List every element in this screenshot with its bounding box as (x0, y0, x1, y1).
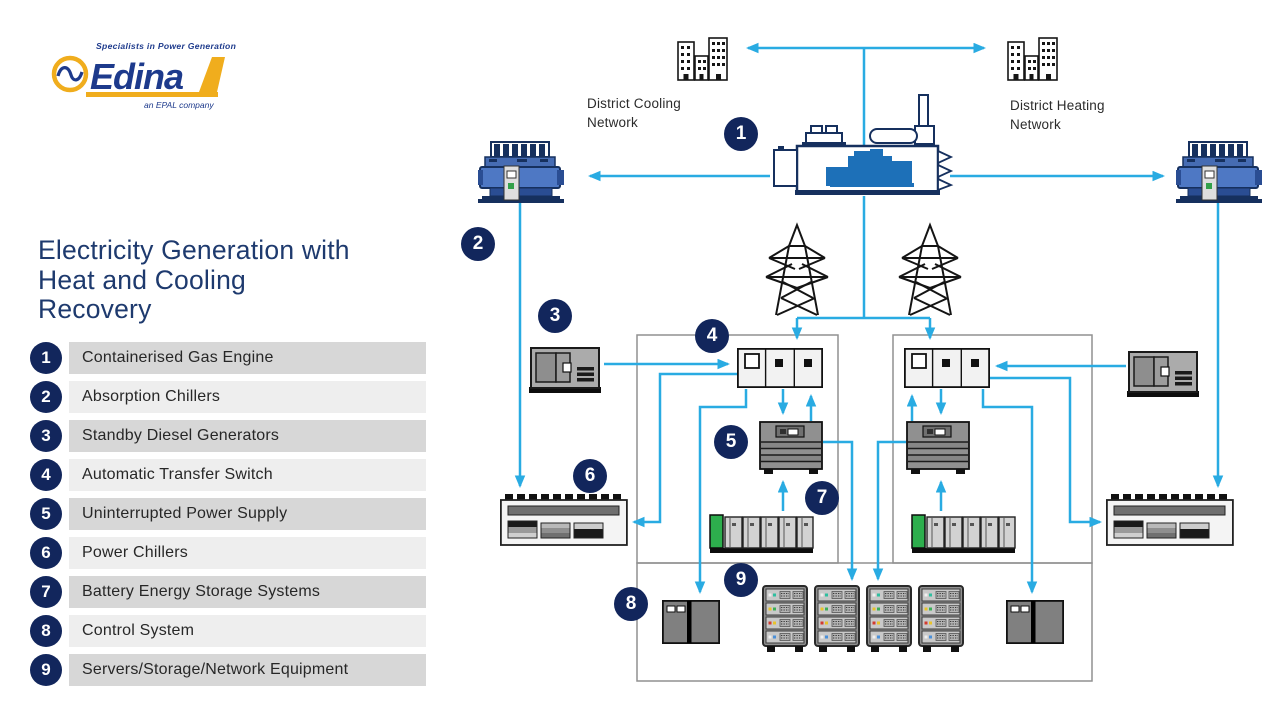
logo-swoosh (199, 57, 225, 92)
legend-number-badge: 6 (30, 537, 62, 569)
legend-number-badge: 4 (30, 459, 62, 491)
badge-4: 4 (695, 319, 729, 353)
ats-left-icon (737, 348, 823, 388)
legend-label: Absorption Chillers (69, 381, 426, 413)
control-system-left-icon (662, 600, 720, 644)
absorption-chiller-left-icon (478, 141, 565, 204)
badge-3: 3 (538, 299, 572, 333)
legend-item-4: 4 Automatic Transfer Switch (30, 459, 426, 491)
legend-number-badge: 1 (30, 342, 62, 374)
edina-logo: Specialists in Power Generation Edina an… (51, 41, 236, 110)
server-rack-3-icon (866, 585, 912, 653)
power-chiller-right-icon (1106, 494, 1234, 546)
district-cooling-label: District Cooling Network (587, 96, 681, 130)
brand-tagline: Specialists in Power Generation (96, 41, 236, 51)
legend-label: Containerised Gas Engine (69, 342, 426, 374)
legend-item-2: 2 Absorption Chillers (30, 381, 426, 413)
legend-number-badge: 2 (30, 381, 62, 413)
legend-label: Servers/Storage/Network Equipment (69, 654, 426, 686)
legend-number-badge: 3 (30, 420, 62, 452)
legend: 1 Containerised Gas Engine 2 Absorption … (30, 342, 426, 693)
district-heating-label: District Heating Network (1010, 98, 1105, 132)
legend-item-9: 9 Servers/Storage/Network Equipment (30, 654, 426, 686)
legend-label: Control System (69, 615, 426, 647)
room-outlines (636, 334, 1093, 682)
page-title: Electricity Generation with Heat and Coo… (38, 235, 350, 325)
legend-item-1: 1 Containerised Gas Engine (30, 342, 426, 374)
legend-item-5: 5 Uninterrupted Power Supply (30, 498, 426, 530)
legend-label: Power Chillers (69, 537, 426, 569)
pylon-right-icon (898, 224, 962, 316)
legend-label: Automatic Transfer Switch (69, 459, 426, 491)
legend-number-badge: 8 (30, 615, 62, 647)
gas-engine-silhouette (826, 149, 914, 187)
pylon-left-icon (765, 224, 829, 316)
standby-generator-right-icon (1127, 351, 1200, 398)
brand-name: Edina (90, 56, 183, 97)
badge-8: 8 (614, 587, 648, 621)
server-rack-1-icon (762, 585, 808, 653)
badge-9: 9 (724, 563, 758, 597)
brand-subtitle: an EPAL company (144, 100, 214, 110)
badge-6: 6 (573, 459, 607, 493)
legend-label: Battery Energy Storage Systems (69, 576, 426, 608)
standby-generator-left-icon (529, 347, 602, 394)
containerised-gas-engine-icon (773, 94, 954, 195)
connection-lines (514, 42, 1224, 595)
legend-number-badge: 7 (30, 576, 62, 608)
legend-item-8: 8 Control System (30, 615, 426, 647)
badge-5: 5 (714, 425, 748, 459)
legend-item-7: 7 Battery Energy Storage Systems (30, 576, 426, 608)
legend-item-3: 3 Standby Diesel Generators (30, 420, 426, 452)
edina-wave-icon (51, 55, 89, 93)
badge-1: 1 (724, 117, 758, 151)
server-rack-4-icon (918, 585, 964, 653)
battery-storage-left-icon (709, 514, 814, 554)
control-system-right-icon (1006, 600, 1064, 644)
absorption-chiller-right-icon (1176, 141, 1263, 204)
legend-label: Standby Diesel Generators (69, 420, 426, 452)
battery-storage-right-icon (911, 514, 1016, 554)
district-cooling-buildings-icon (677, 37, 728, 81)
badge-2: 2 (461, 227, 495, 261)
legend-number-badge: 9 (30, 654, 62, 686)
server-room-outline (636, 562, 1093, 682)
legend-label: Uninterrupted Power Supply (69, 498, 426, 530)
edina-wave-icon (56, 66, 84, 82)
ups-left-icon (759, 421, 823, 475)
ats-right-icon (904, 348, 990, 388)
legend-number-badge: 5 (30, 498, 62, 530)
server-rack-2-icon (814, 585, 860, 653)
badge-7: 7 (805, 481, 839, 515)
ups-right-icon (906, 421, 970, 475)
legend-item-6: 6 Power Chillers (30, 537, 426, 569)
logo-underline (86, 92, 218, 97)
district-heating-buildings-icon (1007, 37, 1058, 81)
power-chiller-left-icon (500, 494, 628, 546)
